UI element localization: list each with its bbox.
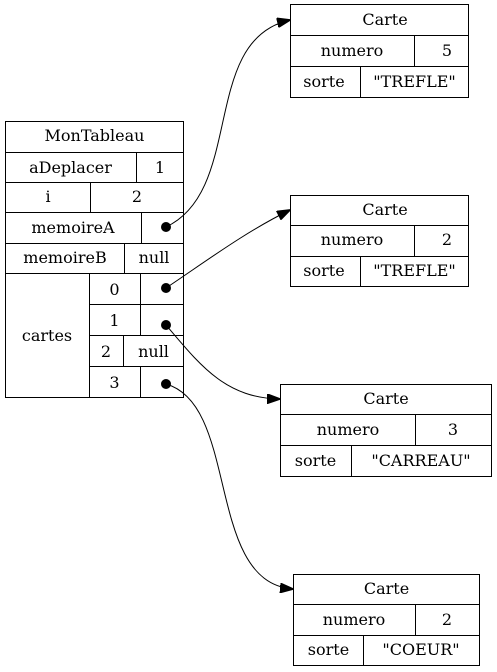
carte-object-1-sorte-label: sorte [303, 72, 344, 91]
carte-object-4-title: Carte [364, 579, 409, 598]
carte-object-3-numero-value: 3 [448, 420, 458, 439]
carte-object-1-frame [290, 4, 469, 98]
carte-object-4-sorte-label: sorte [308, 640, 349, 659]
carte-object-1-numero-value: 5 [442, 41, 452, 60]
carte-object-3-sorte-label: sorte [295, 451, 336, 470]
reference-arrows [165, 20, 293, 589]
cartes-slot-2-value: null [138, 342, 169, 361]
cartes-slot-2-index: 2 [101, 342, 111, 361]
carte-object-3-sorte-value: "CARREAU" [371, 451, 470, 470]
carte-object-3: Carte numero 3 sorte "CARREAU" [280, 384, 492, 477]
field-adeplacer-label: aDeplacer [29, 158, 112, 177]
cartes-slot-2: 2 null [101, 335, 169, 367]
carte-object-3-frame [280, 384, 492, 477]
carte-object-4: Carte numero 2 sorte "COEUR" [293, 574, 480, 666]
carte-object-1-numero-label: numero [321, 41, 384, 60]
carte-object-4-frame [293, 574, 480, 666]
carte-object-3-numero-label: numero [317, 420, 380, 439]
montableau-record: MonTableau aDeplacer 1 i 2 memoireA memo… [5, 121, 184, 398]
field-adeplacer-value: 1 [155, 158, 165, 177]
field-cartes-label: cartes [22, 326, 72, 345]
carte-object-1-title: Carte [362, 10, 407, 29]
carte-object-3-title: Carte [363, 389, 408, 408]
carte-object-2-numero-value: 2 [442, 230, 452, 249]
carte-object-4-sorte-value: "COEUR" [382, 640, 459, 659]
field-i: i 2 [45, 182, 142, 213]
arrow-cartes-1-to-carte-3 [165, 324, 280, 399]
cartes-slot-3-index: 3 [109, 373, 119, 392]
arrow-memoirea-to-carte-1 [165, 20, 290, 228]
montableau-record-frame [5, 121, 184, 398]
cartes-slot-1-index: 1 [109, 311, 119, 330]
field-i-label: i [45, 187, 50, 206]
field-adeplacer: aDeplacer 1 [29, 152, 165, 183]
carte-object-1: Carte numero 5 sorte "TREFLE" [290, 4, 469, 98]
carte-object-2-sorte-value: "TREFLE" [373, 261, 456, 280]
carte-object-2-title: Carte [362, 200, 407, 219]
carte-object-2: Carte numero 2 sorte "TREFLE" [290, 195, 469, 287]
carte-object-1-sorte-value: "TREFLE" [373, 72, 456, 91]
carte-object-2-frame [290, 195, 469, 287]
arrow-cartes-3-to-carte-4 [165, 383, 293, 589]
field-memoirea-label: memoireA [31, 218, 115, 237]
cartes-slot-0-index: 0 [109, 280, 119, 299]
field-memoireb-value: null [139, 248, 170, 267]
carte-object-2-sorte-label: sorte [303, 261, 344, 280]
montableau-title: MonTableau [45, 126, 145, 145]
carte-object-4-numero-value: 2 [442, 610, 452, 629]
carte-object-4-numero-label: numero [323, 610, 386, 629]
field-memoireb-label: memoireB [23, 248, 106, 267]
field-i-value: 2 [132, 187, 142, 206]
arrow-cartes-0-to-carte-2 [165, 210, 290, 289]
field-memoireb: memoireB null [23, 243, 170, 274]
carte-object-2-numero-label: numero [321, 230, 384, 249]
